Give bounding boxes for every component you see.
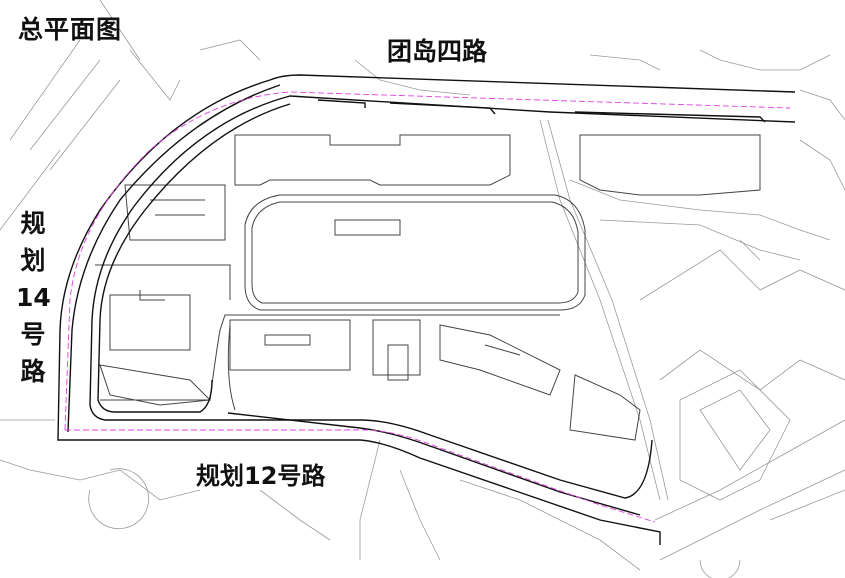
- road-label-tuandao-4th: 团岛四路: [387, 37, 488, 66]
- road-edges: [57, 74, 796, 545]
- road-label-planned-14: 规 划 14 号 路: [16, 205, 51, 390]
- internal-roads: [95, 194, 586, 411]
- road-label-char: 规: [20, 209, 46, 238]
- buildings: [99, 134, 761, 441]
- road-label-char: 路: [20, 357, 46, 386]
- property-boundary: [64, 91, 791, 523]
- road-label-char: 号: [20, 320, 46, 349]
- drawing-title: 总平面图: [18, 15, 123, 44]
- road-label-char: 划: [20, 246, 46, 275]
- road-label-char: 14: [16, 283, 51, 312]
- road-label-planned-12: 规划12号路: [196, 462, 326, 490]
